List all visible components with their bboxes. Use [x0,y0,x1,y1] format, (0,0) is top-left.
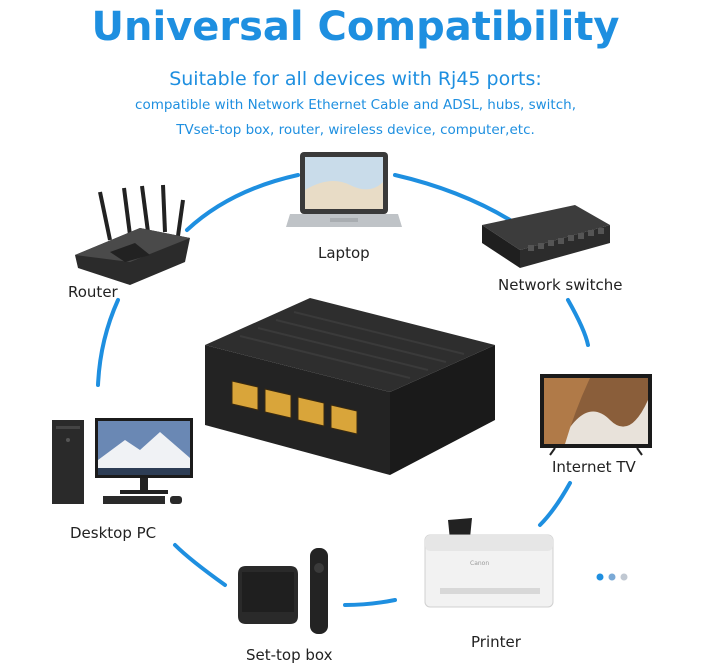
ring-arc-laptop-switch [393,173,512,222]
laptop-icon [286,152,402,227]
router-icon [75,184,190,285]
device-label-laptop: Laptop [318,244,370,262]
ring-arc-switch-tv [566,298,590,347]
ring-arc-router-laptop [185,173,300,232]
pagination-dot [608,573,616,581]
ethernet-switch-product [205,298,495,475]
device-label-network-switch: Network switche [498,276,623,294]
desktop-pc-icon [52,418,193,504]
ring-arc-printer-stb [343,598,397,607]
device-label-router: Router [68,283,118,301]
ring-arc-stb-desktop [173,543,227,587]
device-label-internet-tv: Internet TV [552,458,636,476]
device-label-desktop-pc: Desktop PC [70,524,157,542]
device-label-printer: Printer [471,633,521,651]
rj45-port [231,380,358,435]
printer-icon: Canon [424,518,554,608]
device-label-set-top-box: Set-top box [246,646,333,664]
network-switch-icon [482,205,610,268]
description-line-2: TVset-top box, router, wireless device, … [176,122,535,138]
set-top-box-icon [238,548,328,634]
internet-tv-icon [540,374,652,456]
printer-brand: Canon [470,560,489,567]
description-line-1: compatible with Network Ethernet Cable a… [135,97,576,113]
ring-arc-tv-printer [538,481,572,527]
page-subtitle: Suitable for all devices with Rj45 ports… [169,68,542,90]
connection-ring [96,173,590,607]
pagination-dots [596,573,628,581]
ventilation-ridges [239,311,465,379]
ring-arc-desktop-router [96,298,120,387]
pagination-dot-active [596,573,604,581]
pagination-dot [620,573,628,581]
page-title: Universal Compatibility [91,4,620,50]
